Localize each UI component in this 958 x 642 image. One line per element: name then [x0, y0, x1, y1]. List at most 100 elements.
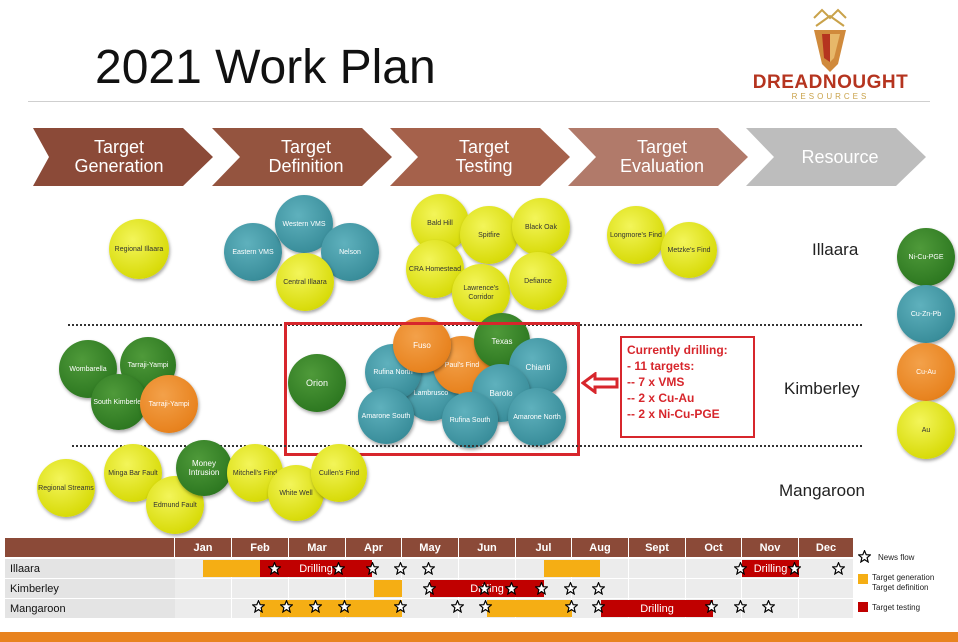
star-icon	[734, 600, 747, 613]
region-label-mangaroon: Mangaroon	[779, 481, 866, 500]
target-black-oak: Black Oak	[512, 198, 570, 256]
star-icon	[252, 600, 265, 613]
month-header: Feb	[232, 538, 289, 557]
timeline-cell	[629, 559, 686, 578]
stage-resource: Resource	[746, 128, 926, 186]
month-header: Mar	[289, 538, 346, 557]
target-defiance: Defiance	[509, 252, 567, 310]
dreadnought-logo-icon	[813, 8, 847, 72]
target-regional-illaara: Regional Illaara	[109, 219, 169, 279]
stage-line1: Target	[636, 137, 688, 157]
timeline-row-label-illaara: Illaara	[5, 559, 175, 578]
stage-line2: Evaluation	[619, 156, 705, 176]
target-amarone-north: Amarone North	[508, 388, 566, 446]
callout-line: - 11 targets:	[627, 359, 695, 373]
arrow-left-icon	[581, 372, 619, 394]
page-title: 2021 Work Plan	[95, 41, 436, 94]
star-icon	[762, 600, 775, 613]
currently-drilling-highlight	[284, 322, 580, 456]
target-eastern-vms: Eastern VMS	[224, 223, 282, 281]
timeline-cell	[629, 579, 686, 598]
drilling-bar: Drilling	[742, 560, 799, 577]
stage-line2: Generation	[74, 156, 164, 176]
star-icon	[394, 562, 407, 575]
timeline-row-label-kimberley: Kimberley	[5, 579, 175, 598]
month-header: Dec	[799, 538, 854, 557]
footer-bar	[0, 632, 958, 642]
commodity-ni-cu-pge: Ni-Cu-PGE	[897, 228, 955, 286]
stage-line1: Target	[93, 137, 145, 157]
month-header: Jan	[175, 538, 232, 557]
timeline-cell	[175, 599, 232, 618]
region-label-illaara: Illaara	[812, 240, 859, 259]
stage-line1: Target	[280, 137, 331, 157]
target-lawrences-corridor: Lawrence's Corridor	[452, 264, 510, 322]
month-header: Aug	[572, 538, 629, 557]
star-icon	[858, 550, 871, 563]
timeline-header-corner	[5, 538, 175, 557]
logo-name: DREADNOUGHT	[752, 72, 909, 93]
target-rufina-south: Rufina South	[442, 392, 498, 448]
commodity-au: Au	[897, 401, 955, 459]
timeline-cell	[232, 579, 289, 598]
callout-line: -- 2 x Cu-Au	[627, 391, 695, 405]
timeline-table: Jan Feb Mar Apr May Jun Jul Aug Sept Oct…	[5, 538, 854, 620]
legend-target-testing: Target testing	[872, 603, 921, 612]
legend-target-generation: Target generation	[872, 573, 935, 582]
star-icon	[705, 600, 718, 613]
target-generation-bar	[544, 560, 600, 577]
callout-line: -- 7 x VMS	[627, 375, 685, 389]
month-header: Oct	[686, 538, 742, 557]
star-icon	[338, 600, 351, 613]
target-generation-bar	[203, 560, 260, 577]
timeline-cell	[799, 579, 854, 598]
star-icon	[832, 562, 845, 575]
star-icon	[423, 582, 436, 595]
stage-line1: Resource	[801, 146, 879, 167]
star-icon	[592, 600, 605, 613]
target-orion: Orion	[288, 354, 346, 412]
target-longmores-find: Longmore's Find	[607, 206, 665, 264]
star-icon	[564, 582, 577, 595]
month-header: Apr	[346, 538, 402, 557]
star-icon	[734, 562, 747, 575]
month-header: Jun	[459, 538, 516, 557]
target-regional-streams: Regional Streams	[37, 459, 95, 517]
star-icon	[535, 582, 548, 595]
timeline-cell	[175, 579, 232, 598]
region-divider	[72, 445, 862, 447]
drilling-bar: Drilling	[601, 600, 713, 617]
target-central-illaara: Central Illaara	[276, 253, 334, 311]
star-icon	[366, 562, 379, 575]
star-icon	[268, 562, 281, 575]
currently-drilling-callout: Currently drilling: - 11 targets: -- 7 x…	[620, 336, 755, 438]
timeline-cell	[289, 579, 346, 598]
month-header: May	[402, 538, 459, 557]
target-generation-bar	[487, 600, 572, 617]
star-icon	[505, 582, 518, 595]
star-icon	[422, 562, 435, 575]
callout-line: -- 2 x Ni-Cu-PGE	[627, 407, 720, 421]
commodity-cu-au: Cu-Au	[897, 343, 955, 401]
legend-swatch-orange	[858, 574, 868, 584]
stage-line2: Definition	[268, 156, 344, 176]
target-tarraji-yampi-orange: Tarraji-Yampi	[140, 375, 198, 433]
star-icon	[309, 600, 322, 613]
month-header: Jul	[516, 538, 572, 557]
star-icon	[592, 582, 605, 595]
callout-line: Currently drilling:	[627, 343, 728, 357]
timeline-cell	[799, 599, 854, 618]
timeline-cell	[742, 579, 799, 598]
star-icon	[565, 600, 578, 613]
timeline-cell	[799, 559, 854, 578]
target-metzkes-find: Metzke's Find	[661, 222, 717, 278]
month-header: Sept	[629, 538, 686, 557]
target-generation-bar	[260, 600, 402, 617]
legend-news-flow: News flow	[878, 553, 915, 562]
target-fuso: Fuso	[393, 317, 451, 373]
commodity-cu-zn-pb: Cu-Zn-Pb	[897, 285, 955, 343]
